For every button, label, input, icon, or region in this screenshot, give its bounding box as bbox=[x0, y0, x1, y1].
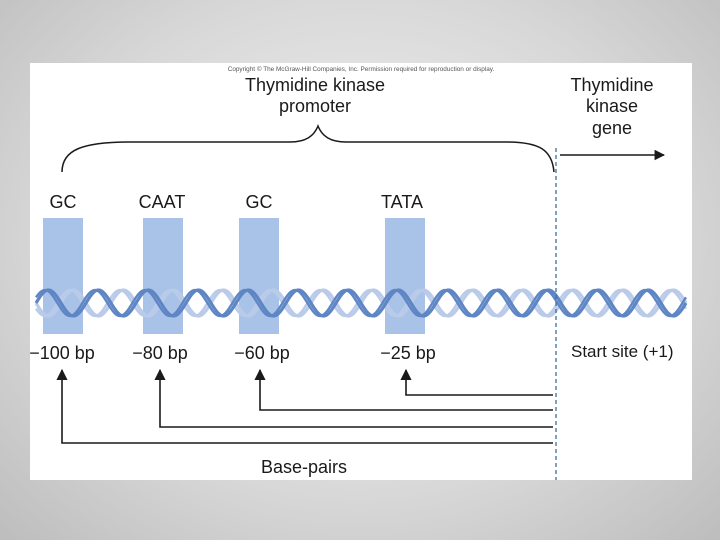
connector-minus-25 bbox=[400, 368, 553, 396]
promoter-title-line2: promoter bbox=[279, 96, 351, 116]
element-label-caat: CAAT bbox=[139, 192, 186, 212]
helix-strand-front-1 bbox=[34, 288, 688, 318]
connector-minus-100 bbox=[56, 368, 553, 444]
position-label-minus-25: −25 bp bbox=[380, 343, 436, 363]
element-label-gc-1: GC bbox=[50, 192, 77, 212]
element-label-gc-2: GC bbox=[246, 192, 273, 212]
position-label-minus-80: −80 bp bbox=[132, 343, 188, 363]
base-pairs-label: Base-pairs bbox=[261, 457, 347, 477]
position-label-minus-100: −100 bp bbox=[29, 343, 95, 363]
gene-title-line3: gene bbox=[592, 118, 632, 138]
gene-title-line1: Thymidine bbox=[570, 75, 653, 95]
helix-strand-front-2 bbox=[35, 288, 688, 318]
copyright-notice: Copyright © The McGraw-Hill Companies, I… bbox=[228, 65, 495, 73]
start-site-label: Start site (+1) bbox=[571, 342, 674, 361]
helix-strand-back-2 bbox=[35, 288, 688, 318]
connector-minus-60 bbox=[254, 368, 553, 411]
connector-minus-80 bbox=[154, 368, 553, 428]
promoter-title-line1: Thymidine kinase bbox=[245, 75, 385, 95]
position-label-minus-60: −60 bp bbox=[234, 343, 290, 363]
promoter-brace bbox=[61, 123, 555, 173]
element-label-tata: TATA bbox=[381, 192, 423, 212]
dna-helix bbox=[34, 288, 688, 318]
gene-title-line2: kinase bbox=[586, 96, 638, 116]
